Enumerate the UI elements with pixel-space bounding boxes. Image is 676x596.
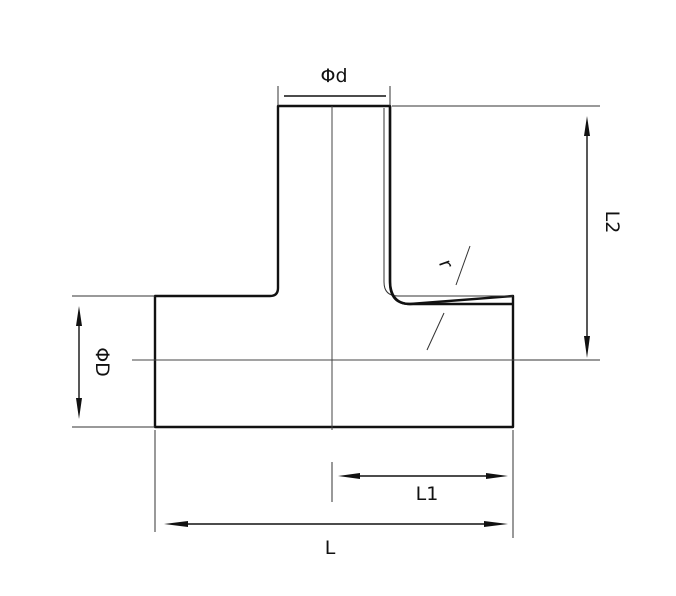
arrow-down-icon	[584, 336, 590, 358]
branch-diameter-label: Φd	[320, 65, 347, 87]
radius-annotation: r	[426, 245, 471, 351]
branch-diameter-dimension: Φd	[277, 65, 391, 106]
arrow-up-icon	[76, 306, 82, 326]
branch-right-wall	[388, 106, 513, 306]
branch-height-dimension: L2	[392, 105, 623, 361]
arrow-right-icon	[486, 473, 508, 479]
arrow-down-icon	[76, 398, 82, 419]
main-diameter-dimension: ΦD	[72, 295, 155, 428]
branch-inner-wall	[383, 108, 513, 297]
overall-length-label: L	[325, 537, 336, 559]
branch-height-label: L2	[601, 211, 623, 234]
half-length-dimension: L1	[331, 462, 508, 505]
arrow-up-icon	[584, 116, 590, 136]
radius-label: r	[434, 257, 457, 272]
overall-length-dimension: L	[154, 430, 514, 559]
tee-outline	[153, 104, 515, 429]
arrow-left-icon	[164, 521, 188, 527]
arrow-right-icon	[484, 521, 508, 527]
main-diameter-label: ΦD	[91, 347, 113, 377]
arrow-left-icon	[338, 473, 360, 479]
half-length-label: L1	[416, 483, 439, 505]
